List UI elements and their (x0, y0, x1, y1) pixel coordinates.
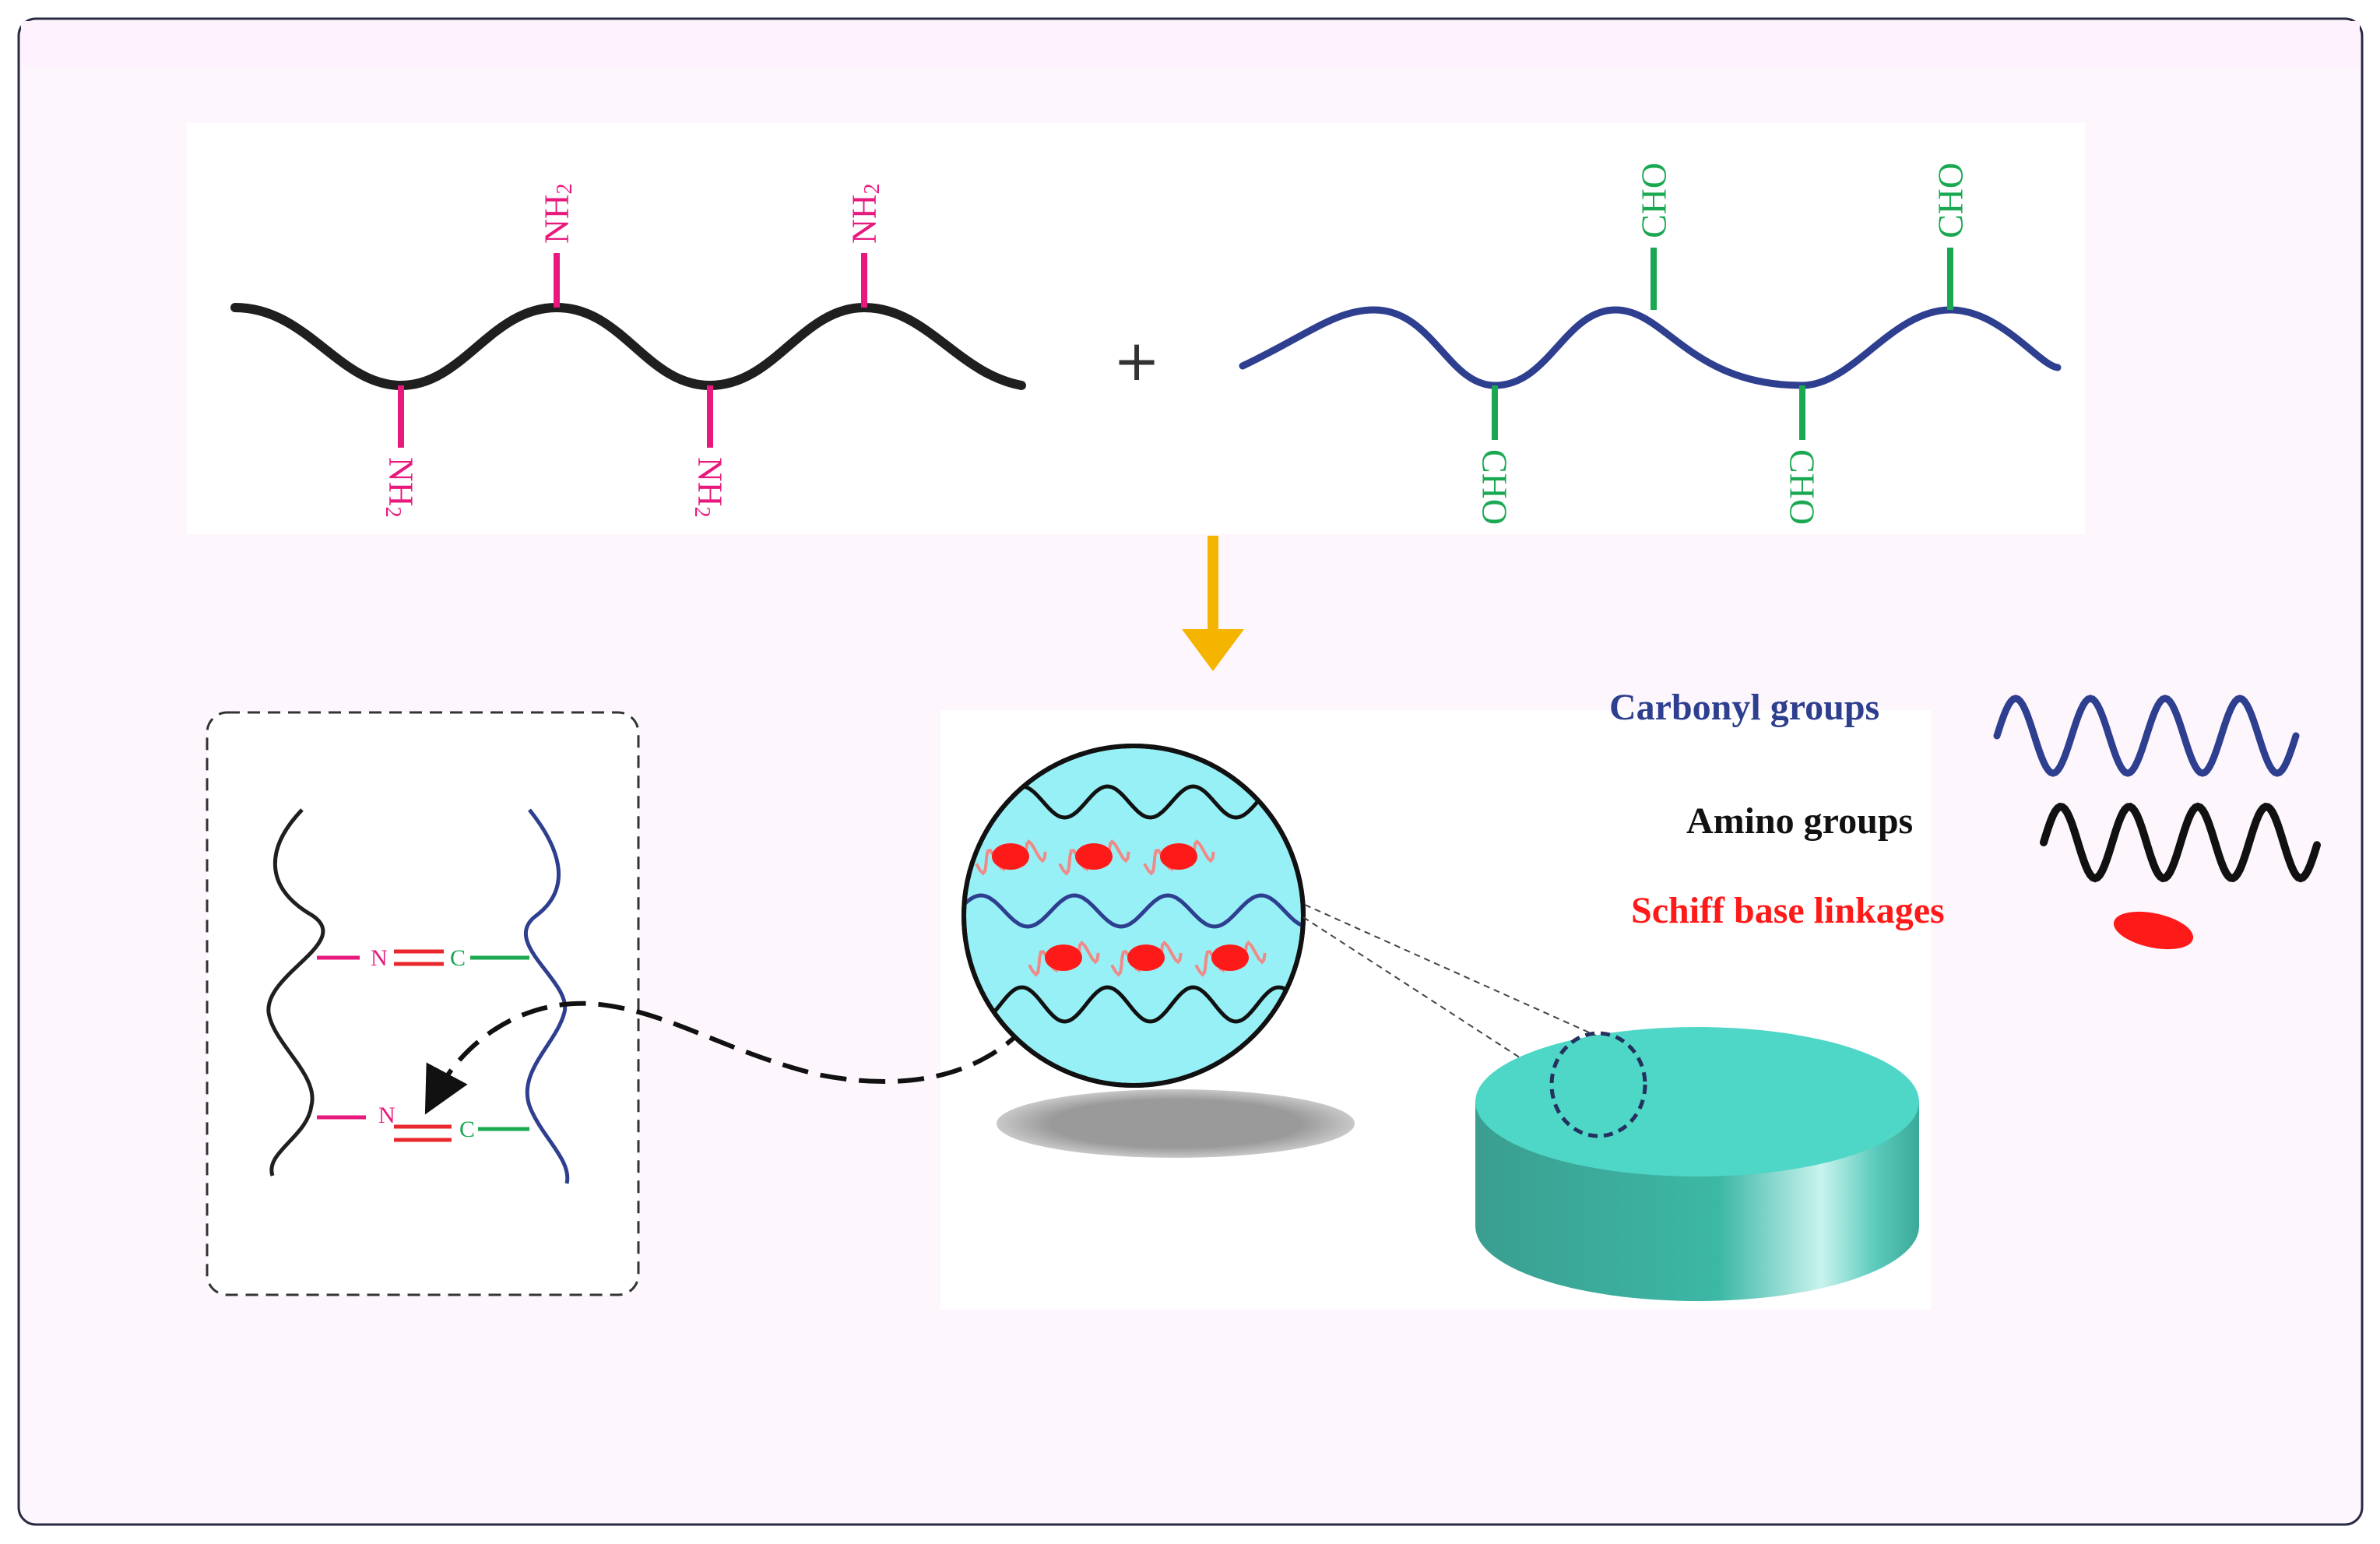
aldehyde-label: CHO (1783, 449, 1823, 525)
amino-polymer-chain (230, 302, 1026, 391)
legend-amino-wave (2040, 802, 2321, 883)
detail-amino-chain (266, 808, 325, 1176)
lower-c-label: C (459, 1117, 475, 1142)
top-band (21, 21, 2360, 68)
aldehyde-group: CHO (1783, 385, 1823, 525)
zoom-linkage-marker (1127, 944, 1165, 971)
legend: Carbonyl groups Amino groups Schiff base… (1609, 687, 2321, 950)
legend-schiff-marker (2113, 911, 2194, 950)
legend-schiff-label: Schiff base linkages (1631, 890, 1945, 931)
zoom-linkage-marker (1160, 843, 1197, 870)
zoom-linkage-marker (1045, 944, 1082, 971)
zoom-pointer-arrow (424, 1001, 1028, 1115)
zoom-linkage-marker (1075, 843, 1113, 870)
lower-n-label: N (378, 1103, 395, 1128)
zoom-amino-chain (964, 985, 1303, 1024)
zoom-schiff-linkage (1194, 940, 1267, 977)
zoom-schiff-linkage (1028, 940, 1100, 977)
zoom-schiff-linkage (1110, 940, 1183, 977)
hydrogel-disc (1475, 1027, 1919, 1301)
zoom-carbonyl-chain (964, 893, 1303, 929)
legend-amino-label: Amino groups (1686, 800, 1913, 842)
aldehyde-label: CHO (1634, 163, 1674, 238)
legend-carbonyl-wave (1993, 695, 2300, 777)
aldehyde-groups: CHO CHO CHO CHO (1475, 163, 1970, 525)
aldehyde-group: CHO (1475, 385, 1515, 525)
upper-schiff-linkage: N C (317, 945, 529, 971)
zoom-contents (964, 784, 1303, 1024)
zoom-schiff-linkage (1058, 839, 1130, 876)
zoom-linkage-marker (1211, 944, 1249, 971)
upper-c-label: C (450, 945, 466, 971)
aldehyde-label: CHO (1475, 449, 1515, 525)
reaction-arrow (1182, 536, 1244, 671)
disc-highlight-region (1549, 1031, 1647, 1138)
upper-n-label: N (371, 945, 388, 971)
zoom-linkage-marker (992, 843, 1029, 870)
zoom-schiff-linkage (975, 839, 1047, 876)
zoom-schiff-linkage (1143, 839, 1215, 876)
plus-sign: + (1113, 328, 1160, 393)
lower-schiff-linkage: N C (317, 1103, 529, 1142)
linkage-detail-box (206, 711, 640, 1296)
aldehyde-group: CHO (1931, 163, 1970, 310)
aldehyde-label: CHO (1931, 163, 1970, 238)
legend-carbonyl-label: Carbonyl groups (1609, 687, 1879, 728)
zoom-guide-lines (1302, 904, 1597, 1082)
zoom-shadow (997, 1089, 1355, 1158)
aldehyde-group: CHO (1634, 163, 1674, 310)
aldehyde-polymer-chain (1239, 306, 2062, 389)
